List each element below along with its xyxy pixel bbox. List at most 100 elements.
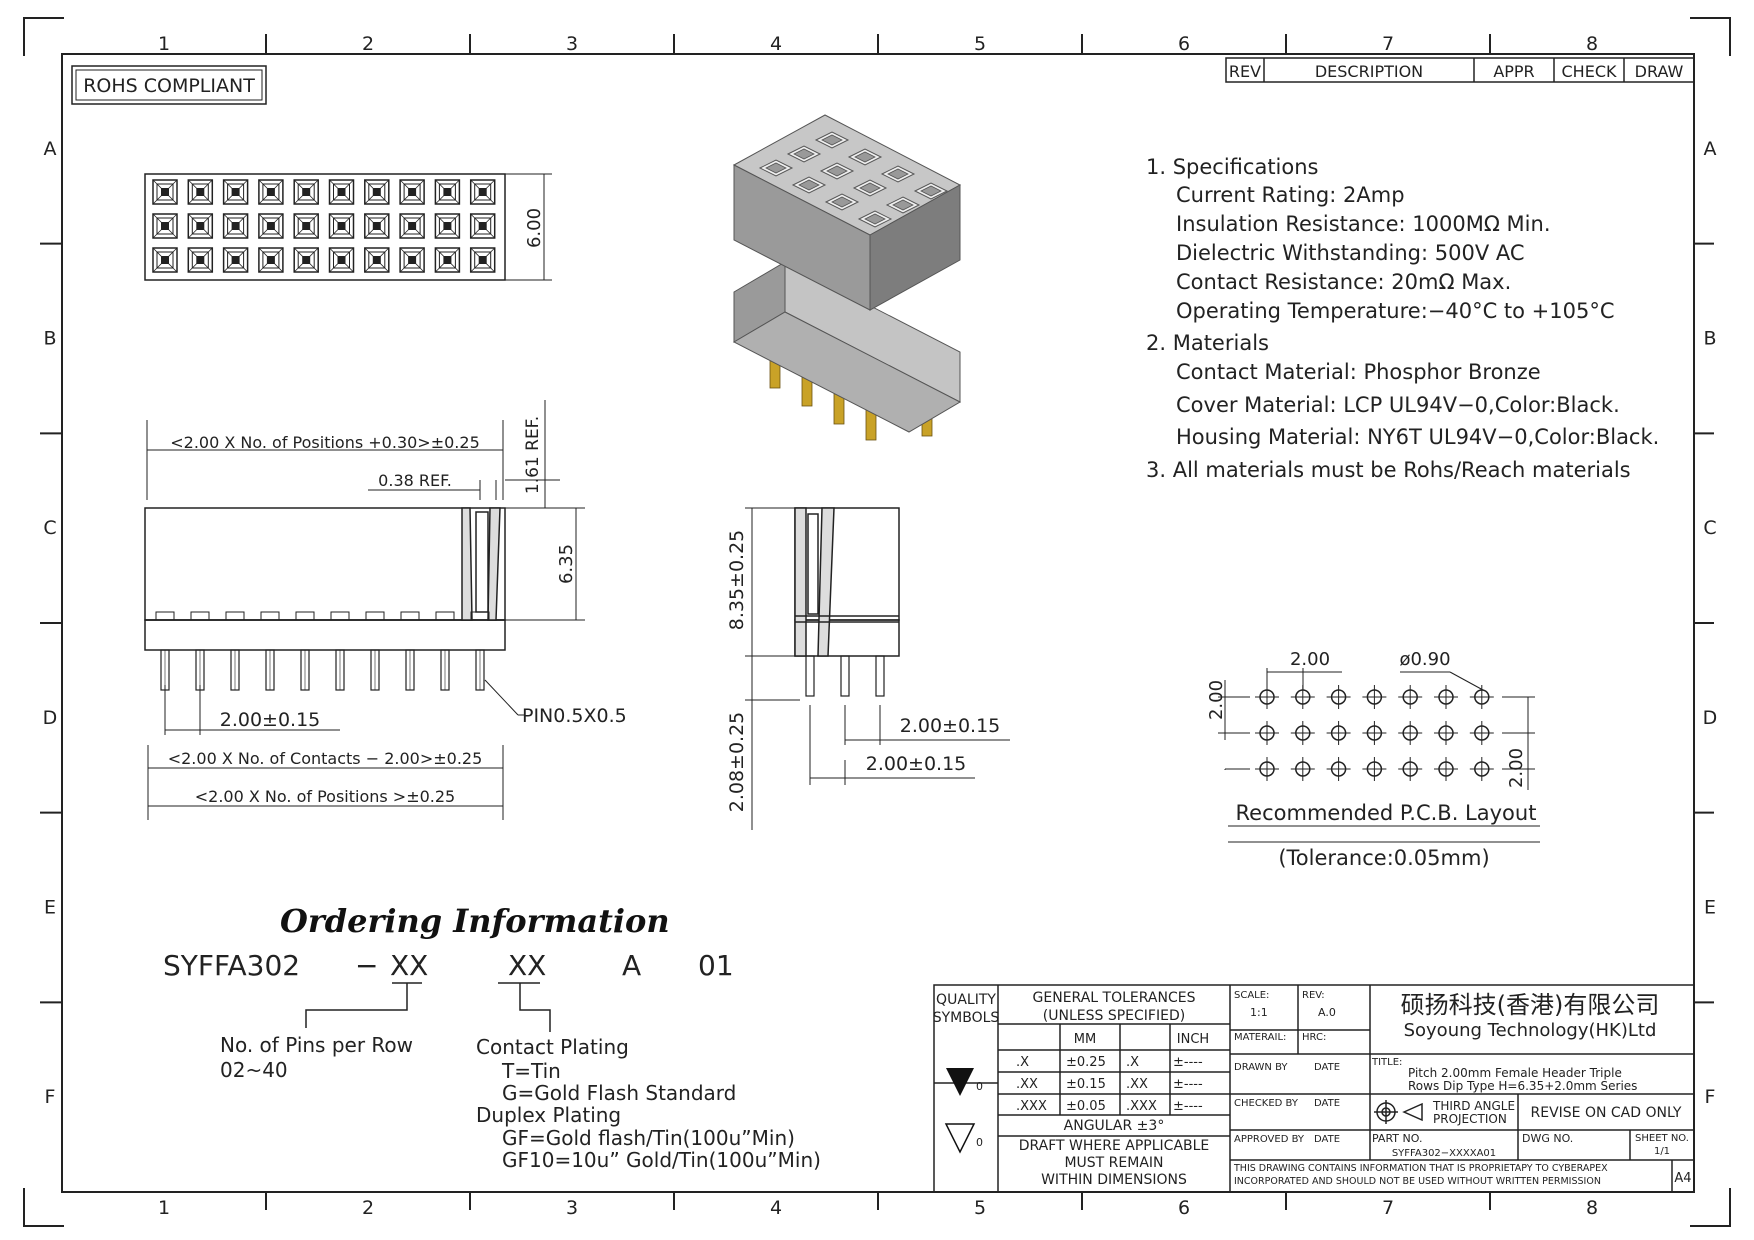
top-cavity bbox=[328, 179, 355, 205]
top-view bbox=[144, 173, 506, 281]
draft-note: DRAFT WHERE APPLICABLE bbox=[1019, 1138, 1210, 1154]
ordering-leaders bbox=[305, 982, 551, 1032]
row-label-right: D bbox=[1703, 707, 1718, 729]
tol-inch: ±---- bbox=[1173, 1055, 1203, 1070]
front-pin-head bbox=[295, 611, 315, 621]
top-cavity-inner bbox=[191, 183, 209, 201]
title-label: TITLE: bbox=[1371, 1057, 1402, 1068]
material-label: MATERAIL: bbox=[1234, 1032, 1286, 1043]
dim-8-35: 8.35±0.25 bbox=[726, 530, 748, 631]
front-pin-head bbox=[435, 611, 455, 621]
top-cavity-line bbox=[188, 247, 213, 273]
drawing-title-1: Pitch 2.00mm Female Header Triple bbox=[1408, 1066, 1622, 1080]
top-cavity-line bbox=[329, 213, 354, 239]
spec-line: Housing Material: NY6T UL94V−0,Color:Bla… bbox=[1176, 425, 1659, 449]
checked-date: DATE bbox=[1314, 1098, 1340, 1109]
dwg-label: DWG NO. bbox=[1522, 1132, 1573, 1145]
dim-6-00 bbox=[505, 173, 552, 281]
checked-by: CHECKED BY bbox=[1234, 1098, 1299, 1109]
spec-line: Operating Temperature:−40°C to +105°C bbox=[1176, 299, 1615, 323]
front-pin-head bbox=[470, 611, 490, 621]
side-view bbox=[794, 507, 900, 657]
front-pin-head bbox=[225, 611, 245, 621]
top-cavity-inner bbox=[368, 251, 386, 269]
pins-per-row: No. of Pins per Row bbox=[220, 1033, 413, 1057]
pcb-layout bbox=[1255, 685, 1494, 781]
spec-line: Dielectric Withstanding: 500V AC bbox=[1176, 241, 1525, 265]
top-cavity-line bbox=[329, 247, 354, 273]
top-cavity-line bbox=[258, 179, 284, 205]
hrc-label: HRC: bbox=[1302, 1032, 1326, 1043]
col-label-bottom: 1 bbox=[158, 1197, 170, 1219]
top-cavity bbox=[469, 179, 496, 205]
rev-label: REV: bbox=[1302, 990, 1325, 1001]
top-cavity-inner bbox=[403, 251, 421, 269]
top-cavity-inner bbox=[438, 251, 456, 269]
rohs-box bbox=[71, 65, 267, 105]
top-cavity bbox=[469, 213, 496, 239]
front-pin-head bbox=[190, 611, 210, 621]
top-cavity-line bbox=[188, 213, 213, 239]
tolerance-rows: .X±0.25.X±----.XX±0.15.XX±----.XXX±0.05.… bbox=[1016, 1055, 1203, 1114]
corner-marks bbox=[23, 17, 1731, 1227]
rev-col: REV bbox=[1229, 62, 1261, 81]
part-value: SYFFA302−XXXXA01 bbox=[1392, 1148, 1496, 1159]
top-cavity bbox=[187, 213, 214, 239]
top-cavity-line bbox=[258, 247, 284, 273]
top-cavity-inner bbox=[474, 251, 492, 269]
top-cavity-line bbox=[399, 247, 425, 273]
revision-table bbox=[1225, 57, 1695, 83]
gen-tol: GENERAL TOLERANCES bbox=[1033, 990, 1196, 1006]
tol-inch-digits: .XXX bbox=[1126, 1099, 1157, 1114]
tol-inch-digits: .XX bbox=[1126, 1077, 1148, 1092]
top-cavity-inner bbox=[368, 217, 386, 235]
top-cavity-inner bbox=[474, 217, 492, 235]
company-cn: 硕扬科技(香港)有限公司 bbox=[1401, 991, 1660, 1019]
quality-label: QUALITY bbox=[936, 992, 996, 1008]
top-cavity-inner bbox=[438, 217, 456, 235]
spec-heading: 1. Specifications bbox=[1146, 155, 1318, 179]
top-cavity-line bbox=[364, 213, 390, 239]
top-cavity-line bbox=[293, 179, 319, 205]
row-label-right: F bbox=[1705, 1086, 1716, 1108]
col-label-top: 7 bbox=[1382, 33, 1394, 55]
pcb-title: Recommended P.C.B. Layout bbox=[1236, 801, 1537, 825]
col-label-top: 8 bbox=[1586, 33, 1598, 55]
col-label-top: 3 bbox=[566, 33, 578, 55]
top-cavity bbox=[293, 213, 319, 239]
tol-digits: .XX bbox=[1016, 1077, 1038, 1092]
plating-line: Contact Plating bbox=[476, 1035, 629, 1059]
drawn-by: DRAWN BY bbox=[1234, 1062, 1288, 1073]
top-cavity bbox=[293, 247, 319, 273]
connector-3d-render bbox=[732, 114, 962, 441]
approved-by: APPROVED BY bbox=[1234, 1134, 1305, 1145]
top-cavity-line bbox=[399, 213, 425, 239]
top-cavity bbox=[152, 247, 178, 273]
pcb-pitch-right: 2.00 bbox=[1506, 748, 1527, 788]
top-cavity-line bbox=[329, 179, 354, 205]
top-cavity bbox=[399, 179, 425, 205]
row-label-left: C bbox=[43, 517, 56, 539]
top-cavity-inner bbox=[191, 217, 209, 235]
top-cavity-inner bbox=[262, 217, 280, 235]
top-cavity-line bbox=[152, 179, 178, 205]
pcb-diameter: ø0.90 bbox=[1399, 649, 1450, 670]
paper-size: A4 bbox=[1674, 1171, 1691, 1186]
dim-positions: <2.00 X No. of Positions >±0.25 bbox=[195, 787, 455, 806]
top-cavity-line bbox=[470, 179, 495, 205]
ordering-xx-plating: XX bbox=[508, 949, 546, 982]
top-cavity bbox=[152, 179, 178, 205]
inch-head: INCH bbox=[1177, 1032, 1209, 1047]
top-cavity bbox=[222, 247, 249, 273]
row-label-left: A bbox=[44, 138, 57, 160]
top-cavity bbox=[222, 213, 249, 239]
top-cavity-line bbox=[223, 247, 248, 273]
top-cavity bbox=[434, 179, 461, 205]
col-label-top: 5 bbox=[974, 33, 986, 55]
top-cavity-inner bbox=[156, 251, 174, 269]
col-label-bottom: 4 bbox=[770, 1197, 782, 1219]
quality-symbol-outline bbox=[944, 1123, 976, 1154]
dim-positions-plus: <2.00 X No. of Positions +0.30>±0.25 bbox=[170, 433, 480, 452]
top-cavity-line bbox=[293, 247, 319, 273]
